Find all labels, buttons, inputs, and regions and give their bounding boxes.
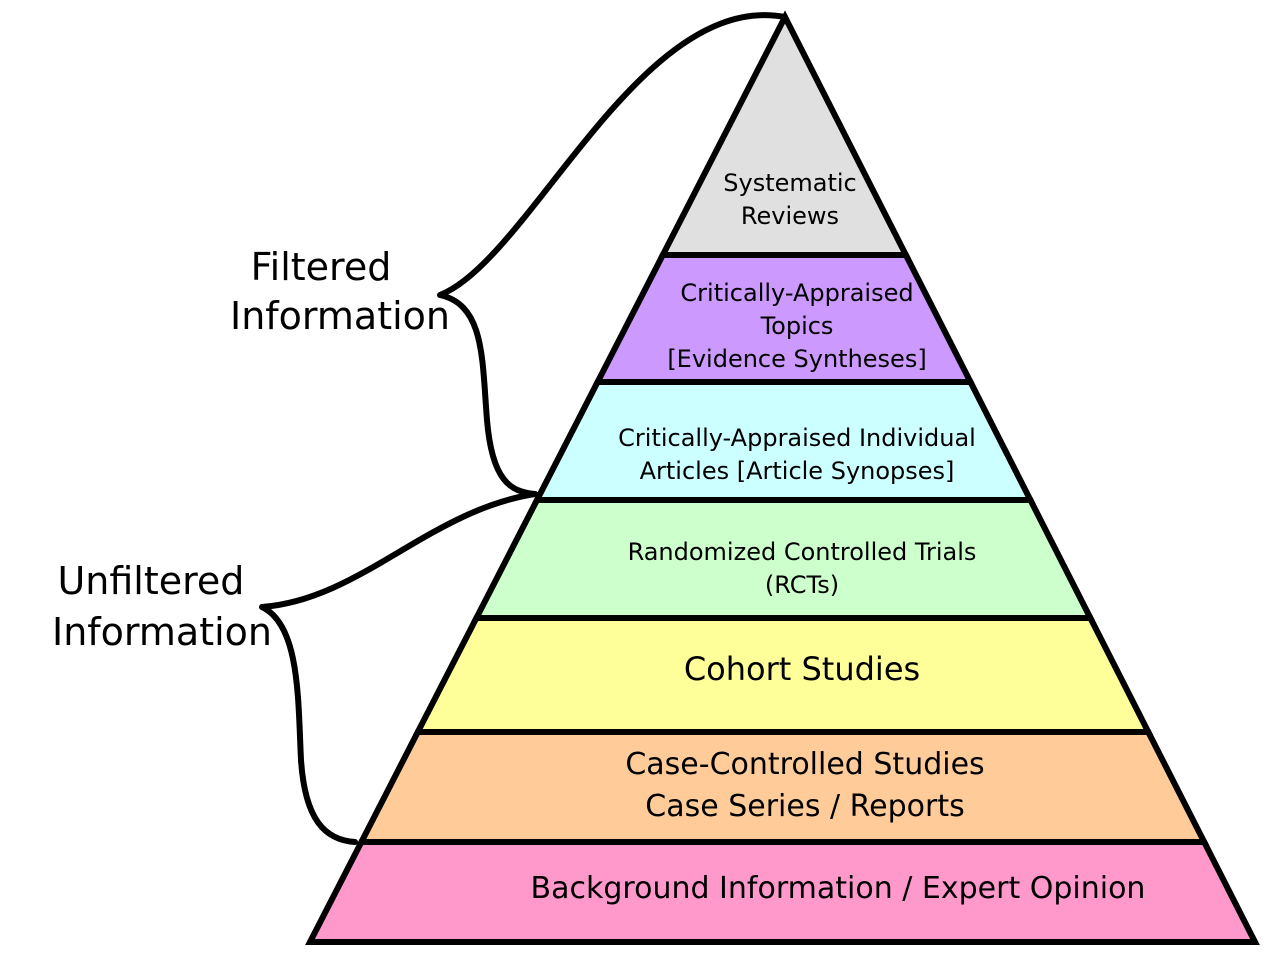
- tier-case-controlled-studies-line-2: Case Series / Reports: [645, 789, 964, 824]
- unfiltered-label-line-1: Unfiltered: [57, 559, 244, 603]
- unfiltered-label-line-2: Information: [52, 610, 272, 654]
- filtered-label-line-1: Filtered: [251, 245, 392, 289]
- tier-critically-appraised-topics-line-3: [Evidence Syntheses]: [667, 345, 926, 373]
- tier-critically-appraised-articles-line-1: Critically-Appraised Individual: [618, 424, 976, 452]
- tier-systematic-reviews-line-2: Reviews: [741, 202, 839, 230]
- tier-critically-appraised-topics-line-1: Critically-Appraised: [680, 279, 913, 307]
- tier-cohort-studies-line-1: Cohort Studies: [684, 650, 920, 688]
- unfiltered-brace: [259, 491, 538, 845]
- tier-background-information-label: Background Information / Expert Opinion: [531, 871, 1146, 906]
- tier-background-information-line-1: Background Information / Expert Opinion: [531, 871, 1146, 906]
- tier-randomized-controlled-trials-line-2: (RCTs): [765, 571, 839, 599]
- filtered-label-line-2: Information: [230, 294, 450, 338]
- tier-systematic-reviews-line-1: Systematic: [723, 169, 856, 197]
- filtered-information-label: Filtered Information: [230, 245, 450, 338]
- unfiltered-information-label: Unfiltered Information: [52, 559, 272, 654]
- tier-cohort-studies-label: Cohort Studies: [684, 650, 920, 688]
- tier-background-information-shape: [305, 839, 1260, 945]
- tier-randomized-controlled-trials-line-1: Randomized Controlled Trials: [628, 538, 977, 566]
- filtered-brace: [437, 12, 788, 497]
- tier-critically-appraised-topics-line-2: Topics: [760, 312, 834, 340]
- tier-critically-appraised-articles-line-2: Articles [Article Synopses]: [640, 457, 955, 485]
- tier-randomized-controlled-trials-label: Randomized Controlled Trials (RCTs): [628, 538, 977, 599]
- tier-case-controlled-studies-line-1: Case-Controlled Studies: [625, 747, 984, 782]
